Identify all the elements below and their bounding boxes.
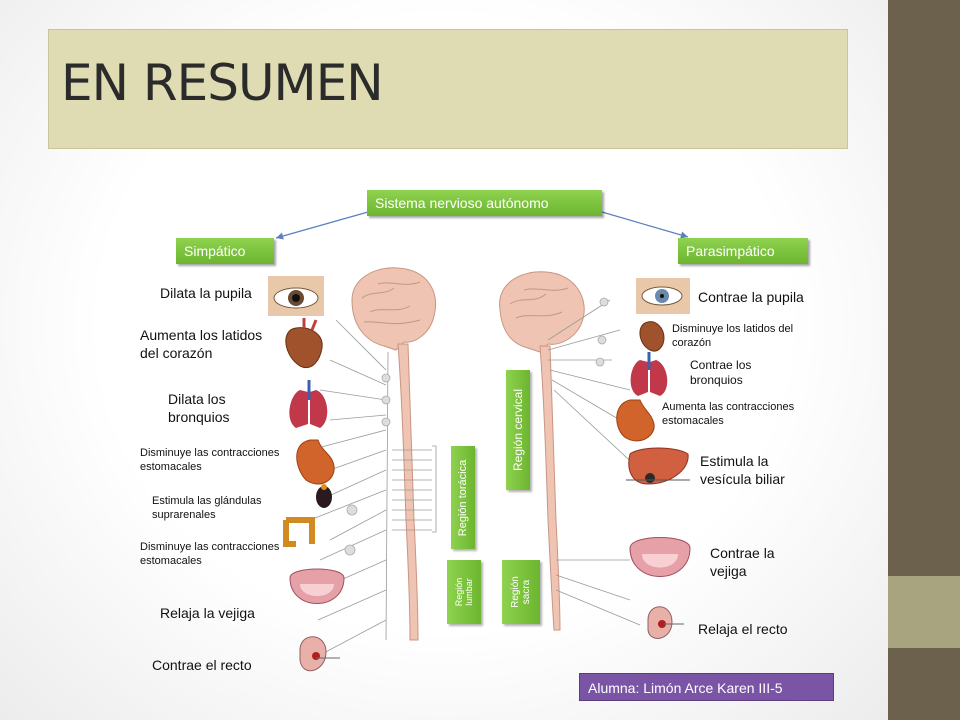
title-banner: EN RESUMEN (48, 29, 848, 149)
slide-title: EN RESUMEN (61, 54, 384, 112)
para-label-bladder: Contrae la vejiga (710, 545, 775, 579)
root-node: Sistema nervioso autónomo (367, 190, 602, 216)
para-label-rectum: Relaja el recto (698, 621, 788, 637)
liver-icon-right (626, 447, 690, 485)
para-label-stomach: Aumenta las contracciones estomacales (662, 401, 795, 427)
rectum-icon-left (299, 636, 340, 672)
lungs-icon-right (630, 352, 668, 396)
anatomy-diagram (268, 211, 691, 672)
left-spinal-cord (397, 343, 419, 641)
stomach-icon-right (616, 399, 655, 442)
symp-label-stomach: Disminuye las contracciones estomacales (140, 447, 280, 473)
bladder-icon-right (629, 537, 691, 577)
right-brain-icon (499, 271, 585, 353)
symp-label-pupil: Dilata la pupila (160, 285, 252, 301)
region-lumbar-box: Región lumbar (447, 560, 481, 624)
symp-label-bladder: Relaja la vejiga (160, 605, 255, 621)
region-toracica-box: Región torácica (451, 446, 475, 549)
parasympathetic-nerves (547, 299, 641, 626)
symp-label-heart: Aumenta los latidos del corazón (140, 327, 263, 361)
para-label-gallbladder: Estimula la vesícula biliar (700, 453, 785, 487)
left-brain-icon (351, 267, 436, 351)
simpatico-node: Simpático (176, 238, 274, 264)
symp-label-bronchi: Dilata los bronquios (168, 391, 230, 425)
heart-icon-left (285, 318, 323, 368)
bladder-icon-left (289, 568, 345, 604)
para-label-heart: Disminuye los latidos del corazón (672, 323, 794, 349)
ganglion-dots (344, 373, 391, 556)
arrow-to-simpatico (275, 211, 369, 240)
symp-label-intestine: Disminuye las contracciones estomacales (140, 541, 280, 567)
kidney-icon-left (316, 484, 332, 508)
right-spinal-cord (539, 345, 561, 631)
arrow-to-parasimpatico (601, 211, 689, 239)
heart-icon-right (639, 321, 665, 352)
rectum-icon-right (647, 606, 684, 639)
para-label-pupil: Contrae la pupila (698, 289, 804, 305)
parasimpatico-node: Parasimpático (678, 238, 808, 264)
eye-icon-left (268, 276, 324, 316)
region-cervical-box: Región cervical (506, 370, 530, 490)
region-sacra-box: Región sacra (502, 560, 540, 624)
eye-icon-right (636, 278, 690, 314)
lungs-icon-left (289, 380, 328, 428)
para-label-bronchi: Contrae los bronquios (690, 358, 752, 387)
symp-label-adrenal: Estimula las glándulas suprarenales (152, 495, 262, 521)
intestine-icon-left (283, 517, 315, 547)
sidebar-accent-block (888, 576, 960, 648)
stomach-icon-left (296, 439, 335, 485)
student-credit: Alumna: Limón Arce Karen III-5 (579, 673, 834, 701)
symp-label-rectum: Contrae el recto (152, 657, 252, 673)
